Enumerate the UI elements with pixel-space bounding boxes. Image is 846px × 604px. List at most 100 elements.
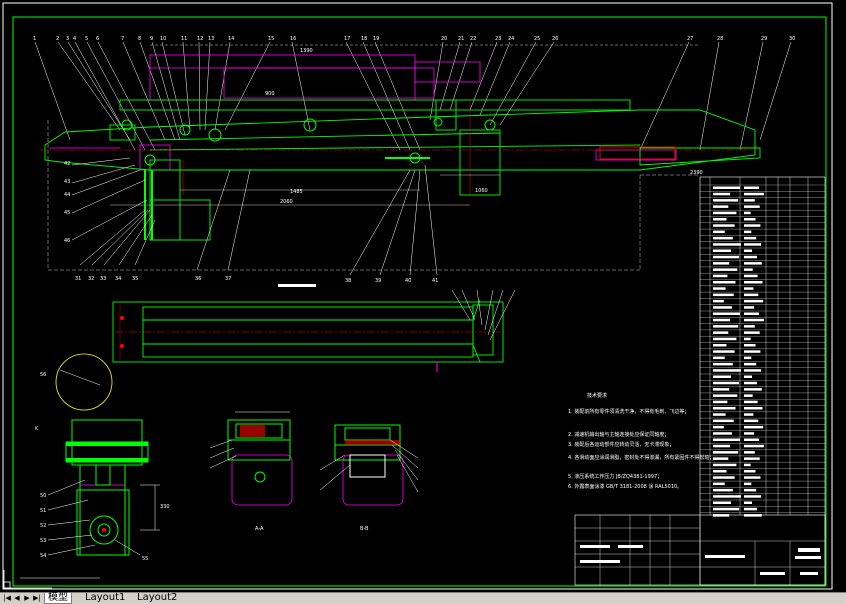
svg-text:55: 55 <box>142 556 148 562</box>
table-cell-glyph <box>713 224 735 227</box>
svg-text:33: 33 <box>100 276 106 282</box>
table-cell-glyph <box>744 419 759 423</box>
tab-model[interactable]: 模型 <box>44 593 72 604</box>
svg-text:39: 39 <box>375 278 381 284</box>
svg-text:15: 15 <box>268 36 274 42</box>
table-cell-glyph <box>713 451 739 454</box>
table-cell-glyph <box>744 488 757 492</box>
section-b-b: B-B <box>319 424 419 532</box>
table-cell-glyph <box>713 400 728 404</box>
table-cell-glyph <box>744 312 759 315</box>
table-cell-glyph <box>713 457 729 460</box>
table-cell-glyph <box>744 224 761 227</box>
svg-text:46: 46 <box>64 238 70 244</box>
svg-text:32: 32 <box>88 276 94 282</box>
table-cell-glyph <box>744 444 764 448</box>
ucs-icon <box>3 570 52 589</box>
table-cell-glyph <box>744 236 757 240</box>
table-cell-glyph <box>713 306 732 309</box>
table-cell-glyph <box>713 476 735 479</box>
svg-text:54: 54 <box>40 553 46 559</box>
table-cell-glyph <box>713 495 741 498</box>
table-cell-glyph <box>744 306 755 309</box>
table-cell-glyph <box>744 457 760 460</box>
table-cell-glyph <box>713 287 726 290</box>
svg-text:31: 31 <box>75 276 81 282</box>
table-cell-glyph <box>744 356 752 360</box>
table-cell-glyph <box>713 507 740 511</box>
svg-text:53: 53 <box>40 538 46 544</box>
prev-tab-button[interactable]: ◀ <box>14 594 20 602</box>
table-cell-glyph <box>744 463 751 467</box>
table-cell-glyph <box>713 501 731 504</box>
svg-text:40: 40 <box>405 278 411 284</box>
svg-text:36: 36 <box>195 276 201 282</box>
section-label-a: A-A <box>255 526 264 532</box>
tab-layout1[interactable]: Layout1 <box>85 592 126 603</box>
table-cell-glyph <box>713 381 740 385</box>
table-cell-glyph <box>713 293 734 297</box>
svg-text:30: 30 <box>789 36 795 42</box>
table-cell-glyph <box>713 356 725 360</box>
svg-text:25: 25 <box>534 36 540 42</box>
beam-plan-view <box>112 289 516 372</box>
table-cell-glyph <box>713 325 739 328</box>
svg-text:34: 34 <box>115 276 121 282</box>
table-cell-glyph <box>744 287 754 290</box>
svg-text:19: 19 <box>373 36 379 42</box>
svg-text:44: 44 <box>64 192 70 198</box>
svg-text:7: 7 <box>121 36 124 42</box>
table-cell-glyph <box>744 501 752 504</box>
table-cell-glyph <box>744 274 758 278</box>
table-cell-glyph <box>713 344 727 347</box>
parts-list-table <box>699 176 826 586</box>
table-cell-glyph <box>744 337 751 341</box>
table-cell-glyph <box>744 199 755 202</box>
svg-text:43: 43 <box>64 179 70 185</box>
section-a-a: A-A <box>209 411 291 532</box>
table-cell-glyph <box>713 413 726 416</box>
table-cell-glyph <box>713 299 724 303</box>
svg-text:42: 42 <box>64 161 70 167</box>
svg-text:3: 3 <box>66 36 69 42</box>
table-cell-glyph <box>713 186 740 189</box>
svg-text:11: 11 <box>181 36 187 42</box>
view-marker-k: K <box>35 426 39 432</box>
svg-text:35: 35 <box>132 276 138 282</box>
svg-text:50: 50 <box>40 493 46 499</box>
svg-text:17: 17 <box>344 36 350 42</box>
table-cell-glyph <box>713 318 731 322</box>
table-cell-glyph <box>713 312 740 315</box>
tab-layout2[interactable]: Layout2 <box>137 592 178 603</box>
table-cell-glyph <box>744 362 757 366</box>
table-cell-glyph <box>713 249 731 252</box>
table-cell-glyph <box>713 444 731 448</box>
table-cell-glyph <box>744 438 759 441</box>
note-item: 1. 装配前所有零件须清洗干净，不得有毛刺、飞边等； <box>568 408 689 415</box>
table-cell-glyph <box>713 331 729 334</box>
table-cell-glyph <box>744 211 751 215</box>
table-cell-glyph <box>713 419 734 423</box>
svg-text:13: 13 <box>208 36 214 42</box>
table-cell-glyph <box>744 205 760 208</box>
table-cell-glyph <box>713 438 740 441</box>
last-tab-button[interactable]: ▶| <box>33 594 41 602</box>
first-tab-button[interactable]: |◀ <box>3 594 11 602</box>
table-cell-glyph <box>713 394 738 397</box>
svg-text:21: 21 <box>458 36 464 42</box>
next-tab-button[interactable]: ▶ <box>24 594 30 602</box>
drawing-border <box>12 16 827 587</box>
table-cell-glyph <box>744 344 756 347</box>
table-cell-glyph <box>713 463 737 467</box>
table-cell-glyph <box>744 268 753 271</box>
table-cell-glyph <box>713 470 727 473</box>
table-cell-glyph <box>744 262 762 265</box>
note-item: 2. 减速机输出轴与主轴连接处应保证同轴度； <box>568 431 669 438</box>
svg-text:51: 51 <box>40 508 46 514</box>
svg-text:8: 8 <box>138 36 141 42</box>
table-cell-glyph <box>744 476 761 479</box>
table-cell-glyph <box>713 407 736 410</box>
